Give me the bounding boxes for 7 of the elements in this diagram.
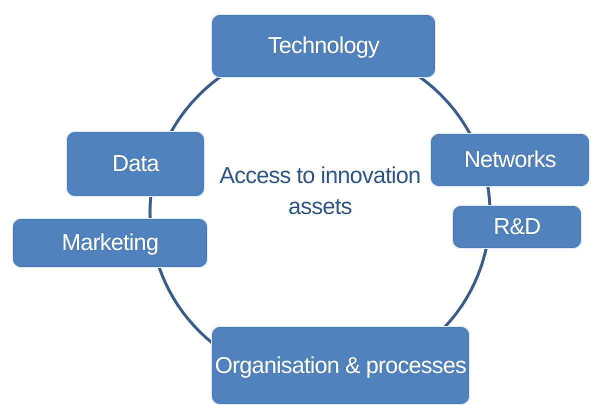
process-box: Networks [430, 133, 590, 187]
process-box: Data [66, 131, 205, 197]
process-box: Technology [211, 14, 436, 78]
center-caption: Access to innovation assets [218, 161, 422, 222]
process-box: R&D [452, 205, 582, 249]
process-box: Marketing [12, 218, 208, 268]
process-box: Organisation & processes [211, 326, 470, 405]
